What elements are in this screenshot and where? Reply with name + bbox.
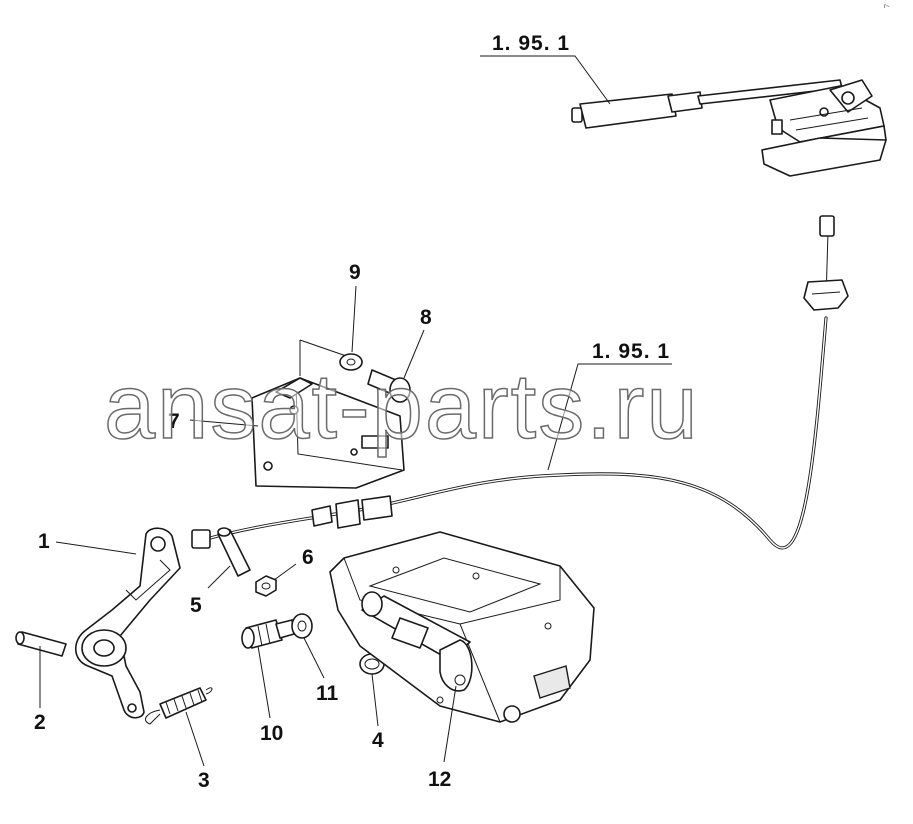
callout-1: 1 bbox=[38, 530, 50, 553]
shaft-part-12 bbox=[361, 591, 473, 692]
housing-part-12 bbox=[329, 531, 595, 723]
callout-7: 7 bbox=[168, 410, 180, 433]
washer-part-11 bbox=[291, 613, 313, 639]
callout-2: 2 bbox=[34, 711, 46, 734]
bracket-part-7 bbox=[251, 339, 405, 489]
washer-part-9 bbox=[339, 353, 363, 371]
ref-leader-top bbox=[480, 55, 611, 105]
watermark: ansat-parts.ru bbox=[104, 356, 700, 458]
bolt-part-8 bbox=[367, 369, 411, 403]
callout-12: 12 bbox=[428, 768, 451, 791]
callout-11: 11 bbox=[316, 682, 339, 705]
callout-4: 4 bbox=[372, 729, 384, 752]
corner-mark: r~ bbox=[884, 4, 890, 10]
reference-label-cable: 1. 95. 1 bbox=[592, 340, 670, 363]
leader-lines bbox=[39, 285, 457, 767]
nut-part-6 bbox=[255, 575, 277, 597]
reference-label-top: 1. 95. 1 bbox=[492, 32, 570, 55]
callout-3: 3 bbox=[198, 769, 210, 792]
callout-6: 6 bbox=[302, 546, 314, 569]
lever-part-1 bbox=[74, 527, 181, 719]
callout-9: 9 bbox=[349, 261, 361, 284]
spring-part-3 bbox=[145, 687, 213, 725]
pin-part-2 bbox=[15, 631, 67, 657]
pin-part-5 bbox=[217, 527, 251, 577]
callout-5: 5 bbox=[190, 594, 202, 617]
switch-part-10 bbox=[241, 619, 295, 649]
ref-leader-cable bbox=[547, 363, 672, 471]
callout-8: 8 bbox=[420, 306, 432, 329]
brake-cable bbox=[191, 215, 849, 550]
hand-brake-lever-assembly bbox=[571, 79, 887, 177]
callout-10: 10 bbox=[260, 722, 283, 745]
